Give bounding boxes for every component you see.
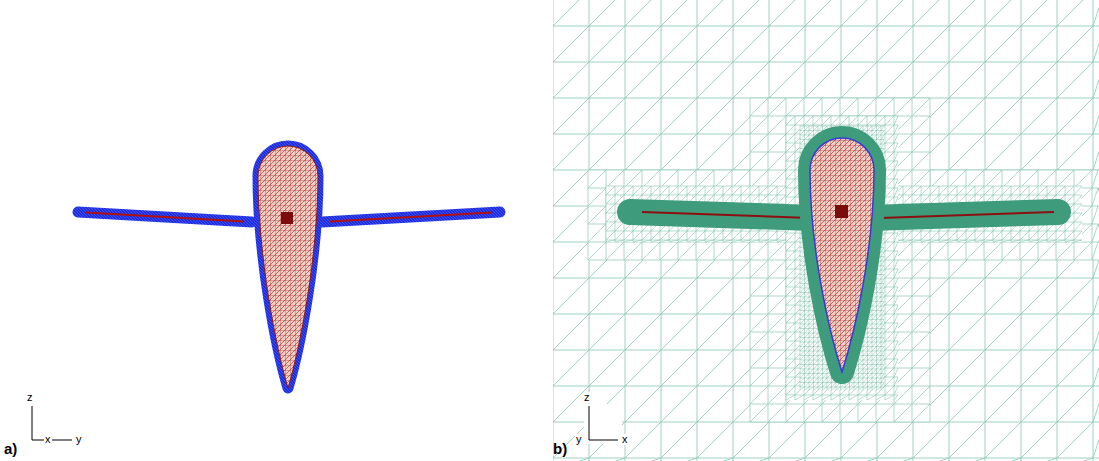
panel-letter: b) [553, 441, 567, 456]
grid-lines [786, 116, 898, 400]
refined-wing-zone [868, 212, 1058, 218]
boundary-layer-mesh [258, 146, 318, 388]
probe-block [835, 205, 848, 218]
wing-surface [86, 213, 244, 222]
axis-label: y [575, 434, 583, 445]
grid-region [800, 126, 884, 390]
volume-mesh-view [553, 0, 1099, 461]
grid-lines [800, 126, 884, 390]
axis-lines [32, 406, 72, 440]
refined-body-zone [810, 138, 874, 372]
refined-wing-zone [630, 212, 814, 218]
axis-triad [32, 404, 622, 444]
wing-mesh [322, 212, 500, 222]
surface-mesh-view [78, 146, 500, 388]
grid-region [786, 116, 898, 400]
panel-letter: a) [4, 441, 17, 456]
wing-surface [642, 212, 810, 218]
axis-label: z [583, 392, 591, 403]
axis-label: y [75, 434, 83, 445]
grid-region [750, 98, 930, 422]
axis-label: x [44, 434, 52, 445]
grid-region [553, 0, 1099, 461]
wing-surface [880, 212, 1054, 218]
axis-lines [589, 406, 618, 440]
wing-surface [330, 213, 492, 222]
wing-mesh [78, 212, 252, 222]
fuselage-mesh [258, 146, 318, 388]
axis-label: x [621, 434, 629, 445]
axis-label: z [26, 392, 34, 403]
fuselage-mesh [810, 138, 874, 372]
grid-lines [750, 98, 930, 422]
grid-lines [553, 0, 1099, 461]
probe-block [281, 212, 293, 224]
